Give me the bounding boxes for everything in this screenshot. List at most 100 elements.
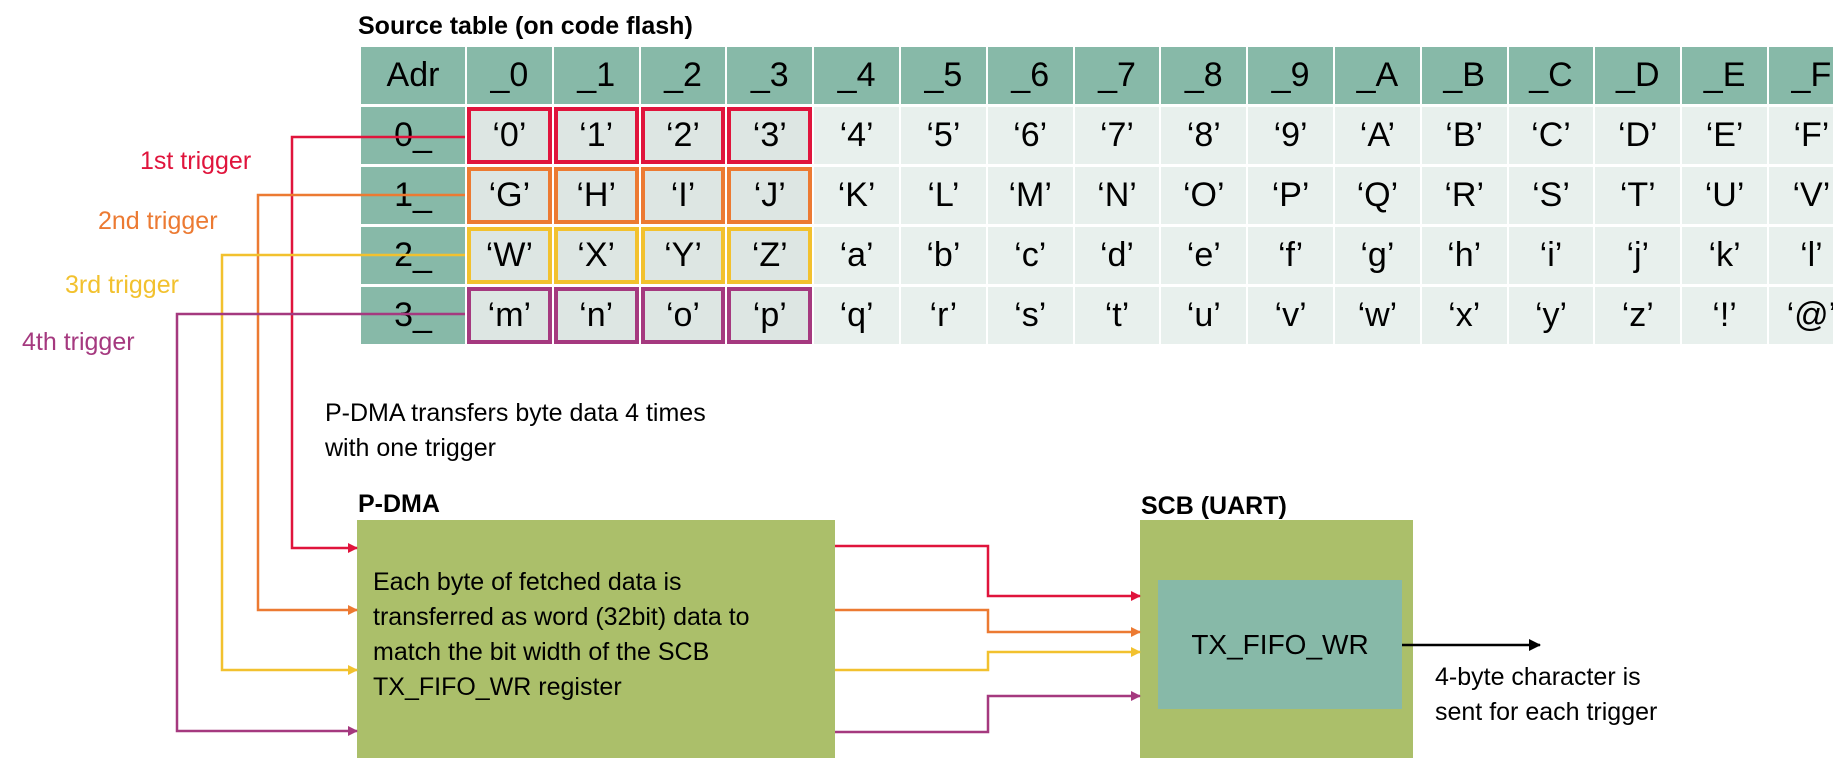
table-cell: ‘O’	[1161, 167, 1247, 224]
column-header: _B	[1421, 47, 1507, 104]
highlighted-table-cell: ‘o’	[640, 287, 726, 344]
table-cell: ‘i’	[1508, 227, 1594, 284]
table-cell: ‘@’	[1769, 287, 1833, 344]
table-cell: ‘T’	[1595, 167, 1681, 224]
output-note-line-1: 4-byte character is	[1435, 663, 1641, 691]
table-cell: ‘s’	[987, 287, 1073, 344]
table-cell: ‘z’	[1595, 287, 1681, 344]
table-cell: ‘!’	[1682, 287, 1767, 344]
column-header: _E	[1682, 47, 1767, 104]
trigger-label-4: 4th trigger	[22, 328, 135, 356]
table-cell: ‘4’	[814, 107, 899, 164]
table-cell: ‘f’	[1248, 227, 1333, 284]
table-cell: ‘u’	[1161, 287, 1247, 344]
pdma-text-line: transferred as word (32bit) data to	[373, 603, 750, 631]
table-cell: ‘q’	[814, 287, 899, 344]
column-header: _F	[1769, 47, 1833, 104]
table-cell: ‘L’	[901, 167, 986, 224]
highlighted-table-cell: ‘n’	[553, 287, 639, 344]
transfer-line-1	[835, 544, 1141, 601]
table-cell: ‘C’	[1508, 107, 1594, 164]
table-cell: ‘w’	[1335, 287, 1420, 344]
table-cell: ‘U’	[1682, 167, 1767, 224]
table-corner-header: Adr	[361, 47, 465, 104]
table-cell: ‘x’	[1421, 287, 1507, 344]
table-cell: ‘B’	[1421, 107, 1507, 164]
table-cell: ‘7’	[1074, 107, 1160, 164]
transfer-line-3	[835, 647, 1141, 672]
highlighted-table-cell: ‘Y’	[640, 227, 726, 284]
highlighted-table-cell: ‘m’	[467, 287, 552, 344]
table-cell: ‘M’	[987, 167, 1073, 224]
trigger-label-2: 2nd trigger	[98, 207, 218, 235]
table-cell: ‘h’	[1421, 227, 1507, 284]
table-cell: ‘Q’	[1335, 167, 1420, 224]
column-header: _6	[987, 47, 1073, 104]
trigger-label-1: 1st trigger	[140, 147, 252, 175]
pdma-title: P-DMA	[358, 490, 440, 518]
pdma-text-line: TX_FIFO_WR register	[373, 673, 622, 701]
table-cell: ‘b’	[901, 227, 986, 284]
table-cell: ‘t’	[1074, 287, 1160, 344]
table-cell: ‘D’	[1595, 107, 1681, 164]
tx-fifo-register: TX_FIFO_WR	[1158, 580, 1402, 709]
column-header: _9	[1248, 47, 1333, 104]
column-header: _4	[814, 47, 899, 104]
output-note-line-2: sent for each trigger	[1435, 698, 1658, 726]
pdma-description: Each byte of fetched data is transferred…	[373, 565, 750, 705]
column-header: _3	[727, 47, 813, 104]
table-cell: ‘E’	[1682, 107, 1767, 164]
table-cell: ‘6’	[987, 107, 1073, 164]
scb-title: SCB (UART)	[1141, 492, 1287, 520]
trigger-line-3	[220, 253, 465, 675]
highlighted-table-cell: ‘p’	[727, 287, 813, 344]
table-cell: ‘K’	[814, 167, 899, 224]
pdma-block	[357, 520, 835, 758]
table-cell: ‘e’	[1161, 227, 1247, 284]
table-cell: ‘S’	[1508, 167, 1594, 224]
trigger-line-1	[290, 135, 465, 553]
table-cell: ‘g’	[1335, 227, 1420, 284]
table-cell: ‘F’	[1769, 107, 1833, 164]
table-cell: ‘r’	[901, 287, 986, 344]
table-cell: ‘l’	[1769, 227, 1833, 284]
highlighted-table-cell: ‘G’	[467, 167, 552, 224]
highlighted-table-cell: ‘W’	[467, 227, 552, 284]
trigger-line-4	[175, 312, 465, 736]
column-header: _A	[1335, 47, 1420, 104]
table-cell: ‘R’	[1421, 167, 1507, 224]
table-cell: ‘9’	[1248, 107, 1333, 164]
column-header: _7	[1074, 47, 1160, 104]
table-cell: ‘y’	[1508, 287, 1594, 344]
table-cell: ‘c’	[987, 227, 1073, 284]
highlighted-table-cell: ‘0’	[467, 107, 552, 164]
highlighted-table-cell: ‘H’	[553, 167, 639, 224]
transfer-line-4	[835, 691, 1141, 734]
highlighted-table-cell: ‘3’	[727, 107, 813, 164]
column-header: _2	[640, 47, 726, 104]
table-cell: ‘A’	[1335, 107, 1420, 164]
column-header: _8	[1161, 47, 1247, 104]
table-cell: ‘8’	[1161, 107, 1247, 164]
table-cell: ‘a’	[814, 227, 899, 284]
caption-line-2: with one trigger	[325, 434, 496, 462]
table-cell: ‘j’	[1595, 227, 1681, 284]
table-cell: ‘N’	[1074, 167, 1160, 224]
highlighted-table-cell: ‘J’	[727, 167, 813, 224]
table-cell: ‘v’	[1248, 287, 1333, 344]
caption-line-1: P-DMA transfers byte data 4 times	[325, 399, 706, 427]
table-cell: ‘d’	[1074, 227, 1160, 284]
trigger-label-3: 3rd trigger	[65, 271, 179, 299]
trigger-line-2	[256, 193, 465, 615]
highlighted-table-cell: ‘1’	[553, 107, 639, 164]
column-header: _0	[467, 47, 552, 104]
transfer-line-2	[835, 608, 1141, 637]
row-address-header: 0_	[361, 107, 465, 164]
highlighted-table-cell: ‘X’	[553, 227, 639, 284]
pdma-text-line: match the bit width of the SCB	[373, 638, 710, 666]
column-header: _D	[1595, 47, 1681, 104]
column-header: _5	[901, 47, 986, 104]
table-title: Source table (on code flash)	[358, 12, 693, 40]
